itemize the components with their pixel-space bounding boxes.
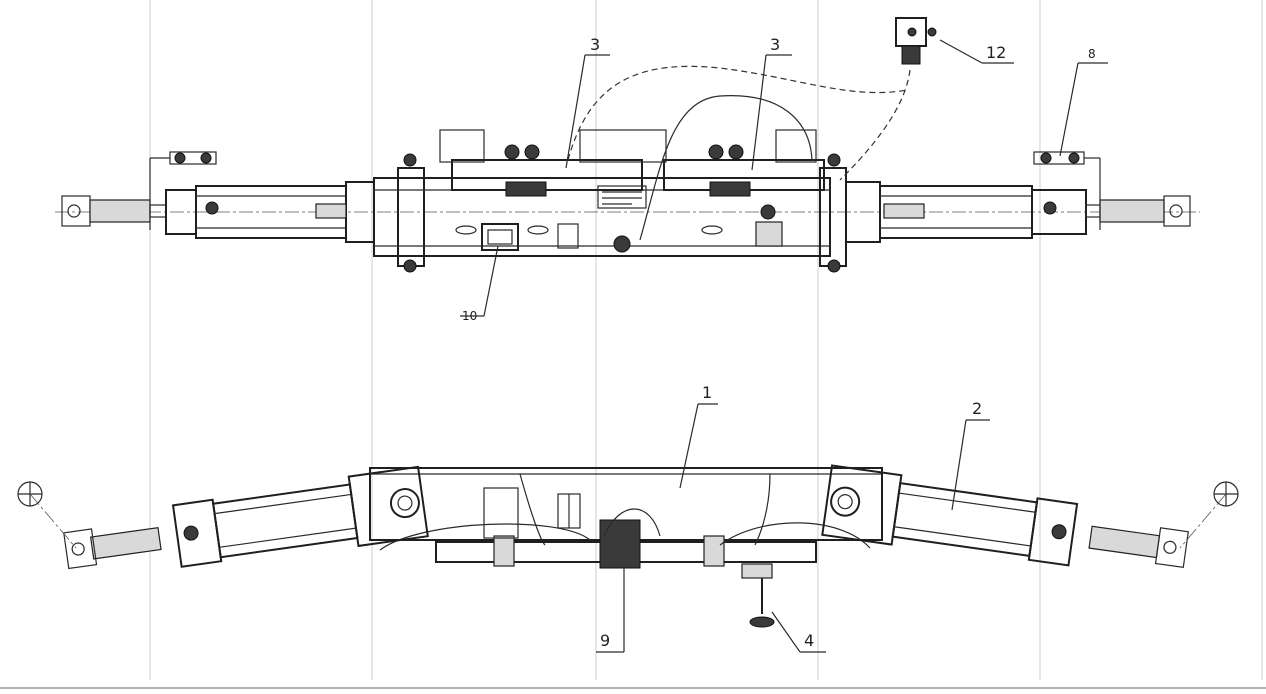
callout-1: 1 — [702, 383, 712, 402]
bottom-view-assembly — [17, 464, 1239, 628]
callout-3b: 3 — [770, 35, 780, 54]
callout-12: 12 — [986, 43, 1006, 62]
callout-3a: 3 — [590, 35, 600, 54]
callout-2: 2 — [972, 399, 982, 418]
callout-8: 8 — [1088, 47, 1096, 61]
callouts: 3 3 12 8 10 1 2 9 4 — [460, 35, 1108, 653]
top-view-assembly — [55, 17, 1200, 273]
callout-10: 10 — [462, 309, 477, 323]
callout-9: 9 — [600, 631, 610, 650]
callout-4: 4 — [804, 631, 814, 650]
